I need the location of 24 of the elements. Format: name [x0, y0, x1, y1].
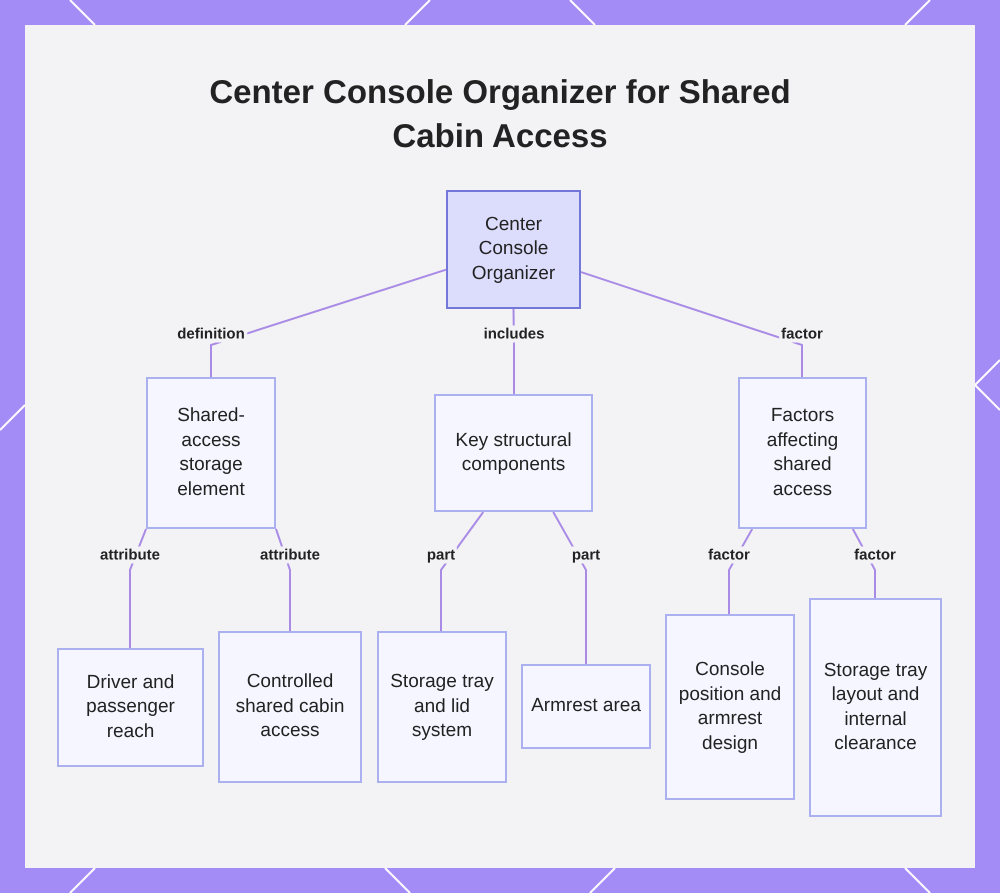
- concept-box: Storage tray and lid system: [377, 631, 507, 783]
- edge-label: factor: [706, 546, 752, 564]
- connector-line: [552, 512, 587, 664]
- concept-box: Shared-access storage element: [146, 377, 276, 529]
- edge-label: factor: [852, 546, 898, 564]
- edge-label: factor: [779, 326, 825, 342]
- concept-box: Armrest area: [521, 664, 651, 749]
- concept-box: Factors affecting shared access: [738, 377, 867, 529]
- concept-box: Console position and armrest design: [665, 614, 795, 800]
- concept-box: Controlled shared cabin access: [218, 631, 362, 783]
- edge-label: attribute: [258, 546, 322, 564]
- concept-box: Driver and passenger reach: [57, 648, 204, 767]
- concept-box: Center Console Organizer: [446, 190, 581, 309]
- edge-label: part: [570, 546, 602, 564]
- concept-box: Key structural components: [434, 394, 593, 512]
- connector-line: [210, 268, 446, 377]
- connector-line: [580, 271, 803, 377]
- concept-box: Storage tray layout and internal clearance: [809, 598, 942, 817]
- diagram-title: Center Console Organizer for Shared Cabin Access: [208, 72, 792, 156]
- connector-line: [440, 511, 484, 631]
- edge-label: attribute: [98, 546, 162, 564]
- edge-label: definition: [175, 326, 247, 342]
- edge-label: includes: [482, 326, 546, 342]
- edge-label: part: [424, 546, 458, 564]
